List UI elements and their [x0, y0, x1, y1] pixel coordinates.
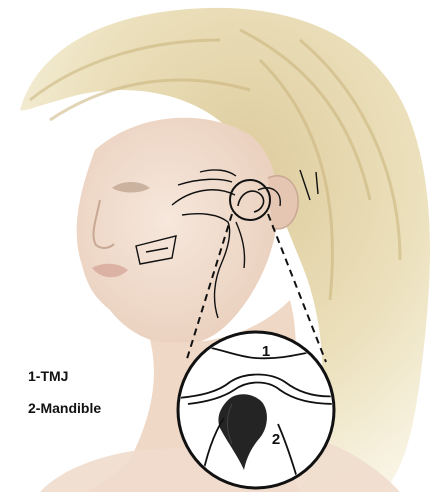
callout-label-2: 2	[272, 431, 280, 448]
legend-item-mandible: 2-Mandible	[28, 400, 101, 416]
legend-item-tmj: 1-TMJ	[28, 368, 68, 384]
callout-label-1: 1	[262, 343, 270, 360]
face-shape	[77, 118, 279, 345]
